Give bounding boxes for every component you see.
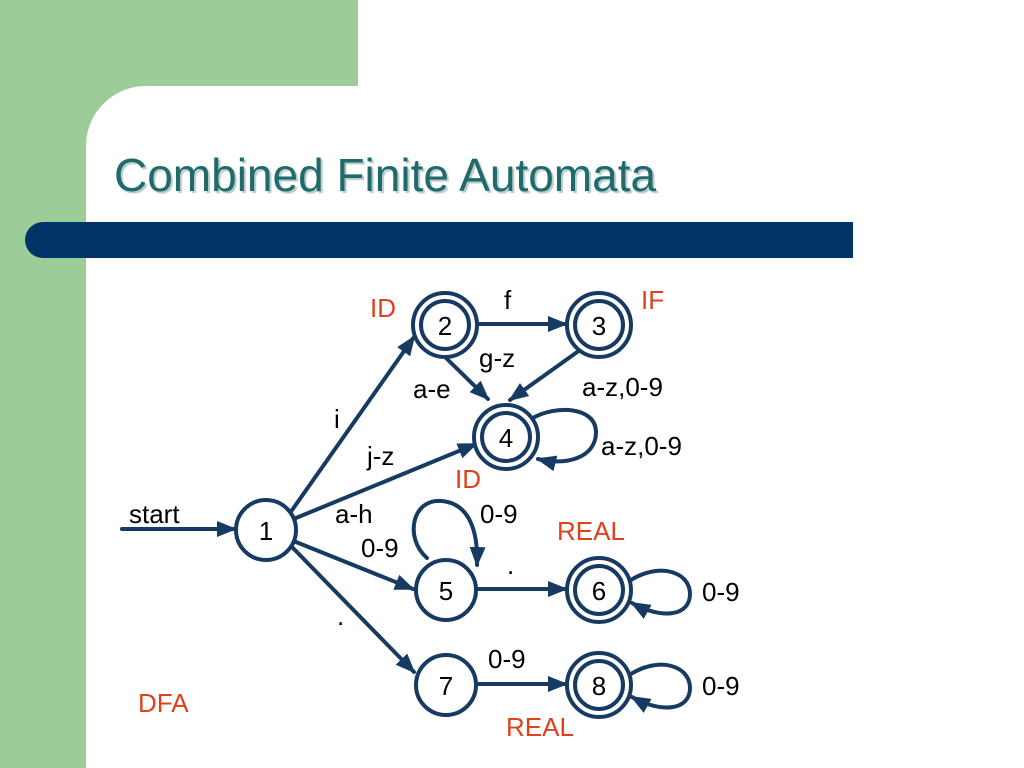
edge-3-to-4 (508, 348, 582, 402)
state-7 (414, 653, 478, 717)
edge-label-8-8: 0-9 (702, 671, 740, 701)
edge-label-2-4-b: g-z (479, 343, 515, 373)
edge-1-to-5 (294, 540, 415, 591)
edge-2-to-4 (441, 353, 490, 401)
tag-state-3: IF (641, 285, 664, 315)
state-4-label: 4 (499, 423, 513, 453)
tag-state-4: ID (455, 464, 481, 494)
state-2 (411, 291, 479, 359)
title-underline-bar (25, 222, 853, 258)
edge-label-5-6: . (507, 550, 514, 580)
state-5-label: 5 (439, 576, 453, 606)
slide-title: Combined Finite Automata (114, 149, 657, 201)
edge-1-to-4 (294, 442, 478, 520)
edge-label-4-4: a-z,0-9 (601, 431, 682, 461)
dfa-caption: DFA (138, 688, 189, 718)
tag-state-6: REAL (557, 516, 625, 546)
self-loop-5 (411, 498, 486, 567)
tag-state-2: ID (370, 293, 396, 323)
state-3-label: 3 (592, 311, 606, 341)
edge-label-6-6: 0-9 (702, 577, 740, 607)
edge-label-5-5: 0-9 (480, 499, 518, 529)
edge-label-1-4: j-z (366, 441, 394, 471)
edge-label-7-8: 0-9 (488, 644, 526, 674)
start-label: start (129, 499, 180, 529)
state-2-label: 2 (438, 311, 452, 341)
edge-label-1-7: . (337, 601, 344, 631)
edge-1-to-7 (290, 545, 416, 674)
state-1 (234, 498, 298, 562)
state-4 (472, 403, 540, 471)
state-6-label: 6 (592, 576, 606, 606)
state-8-label: 8 (592, 671, 606, 701)
state-6 (565, 556, 633, 624)
tag-state-8: REAL (506, 712, 574, 742)
state-7-label: 7 (439, 671, 453, 701)
edge-label-1-5-b: 0-9 (361, 533, 399, 563)
edge-label-2-3: f (504, 285, 512, 315)
state-8 (565, 651, 633, 719)
edge-label-1-2: i (334, 404, 340, 434)
edge-1-to-2 (288, 335, 416, 515)
edge-label-1-5-a: a-h (335, 499, 373, 529)
state-1-label: 1 (259, 516, 273, 546)
self-loop-6 (629, 568, 693, 619)
edge-label-3-4: a-z,0-9 (582, 372, 663, 402)
state-5 (414, 558, 478, 622)
content-card (86, 86, 1024, 768)
self-loop-8 (629, 662, 693, 713)
state-3 (565, 291, 633, 359)
edge-label-2-4: a-e (413, 374, 451, 404)
self-loop-4 (529, 407, 599, 472)
